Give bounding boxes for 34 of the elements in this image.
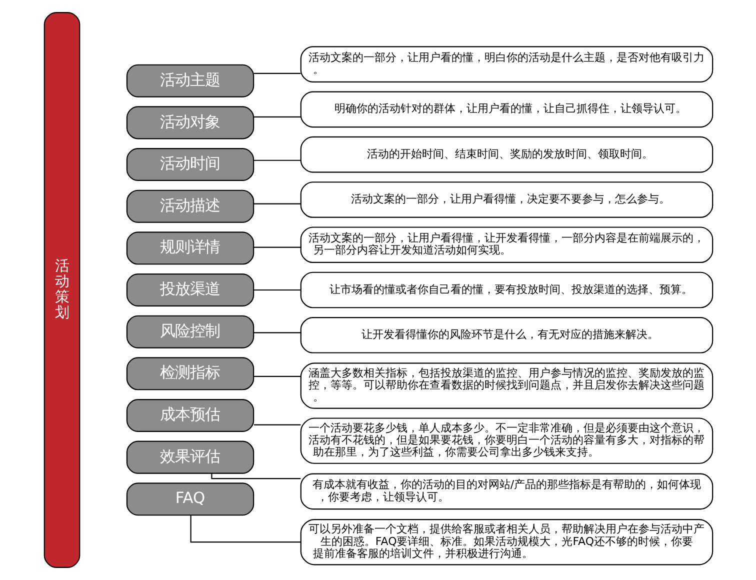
connector — [253, 289, 300, 291]
node-box: 活动策划 — [43, 12, 80, 568]
node-box: 投放渠道 — [126, 274, 254, 306]
node-box: 活动时间 — [126, 148, 254, 182]
node-box: 有成本就有收益，你的活动的目的对网站/产品的那些指标是有帮助的，如何体现，你要考虑，让领导认可。 — [300, 473, 713, 510]
node-box: 活动的开始时间、结束时间、奖励的发放时间、领取时间。 — [300, 136, 713, 173]
node-box: 让开发看得懂你的风险环节是什么，有无对应的措施来解决。 — [300, 316, 713, 354]
node-box: 成本预估 — [126, 398, 254, 432]
node-box: 效果评估 — [126, 440, 254, 474]
node-box: 规则详情 — [126, 232, 254, 265]
connector — [253, 332, 300, 334]
node-box: FAQ — [126, 482, 254, 516]
connector — [253, 246, 300, 248]
node-box: 活动描述 — [126, 190, 254, 223]
connector — [253, 424, 300, 426]
node-box: 一个活动要花多少钱，单人成本多少。不一定非常准确，但是必须要由这个意识，活动有不花钱的，但是如果要花钱，你要明白一个活动的容量有多大，对指标的帮助在那里，为了这些利益，你需要公司拿出多少钱来支持。 — [300, 418, 713, 464]
connector — [253, 376, 300, 377]
node-box: 活动文案的一部分，让用户看得懂，决定要不要参与，怎么参与。 — [300, 182, 713, 218]
node-box: 活动对象 — [126, 106, 254, 140]
connector — [190, 515, 300, 543]
node-box: 涵盖大多数相关指标，包括投放渠道的监控、用户参与情况的监控、奖励发放的监控，等等。可以帮助你在查看数据的时候找到问题点，并且启发你去解决这些问题。 — [300, 362, 713, 409]
node-box: 可以另外准备一个文档，提供给客服或者相关人员，帮助解决用户在参与活动中产生的困惑。FAQ要详细、标准。如果活动规模大，光FAQ还不够的时候，你要提前准备客服的培训文件，并积极进行沟通。 — [300, 518, 713, 566]
connector — [253, 160, 300, 161]
connector — [253, 72, 300, 74]
connector — [253, 116, 300, 118]
node-box: 活动文案的一部分，让用户看的懂，明白你的活动是什么主题，是否对他有吸引力。 — [300, 46, 713, 82]
connector — [210, 474, 300, 480]
node-box: 活动主题 — [126, 64, 254, 98]
connector — [253, 203, 300, 204]
node-box: 活动文案的一部分，让用户看得懂，让开发看得懂，一部分内容是在前端展示的，另一部分内容让开发知道活动如何实现。 — [300, 226, 713, 264]
node-box: 检测指标 — [126, 357, 254, 390]
node-box: 明确你的活动针对的群体，让用户看的懂，让自己抓得住，让领导认可。 — [300, 91, 713, 128]
node-box: 风险控制 — [126, 315, 254, 348]
node-box: 让市场看的懂或者你自己看的懂，要有投放时间、投放渠道的选择、预算。 — [300, 272, 713, 308]
